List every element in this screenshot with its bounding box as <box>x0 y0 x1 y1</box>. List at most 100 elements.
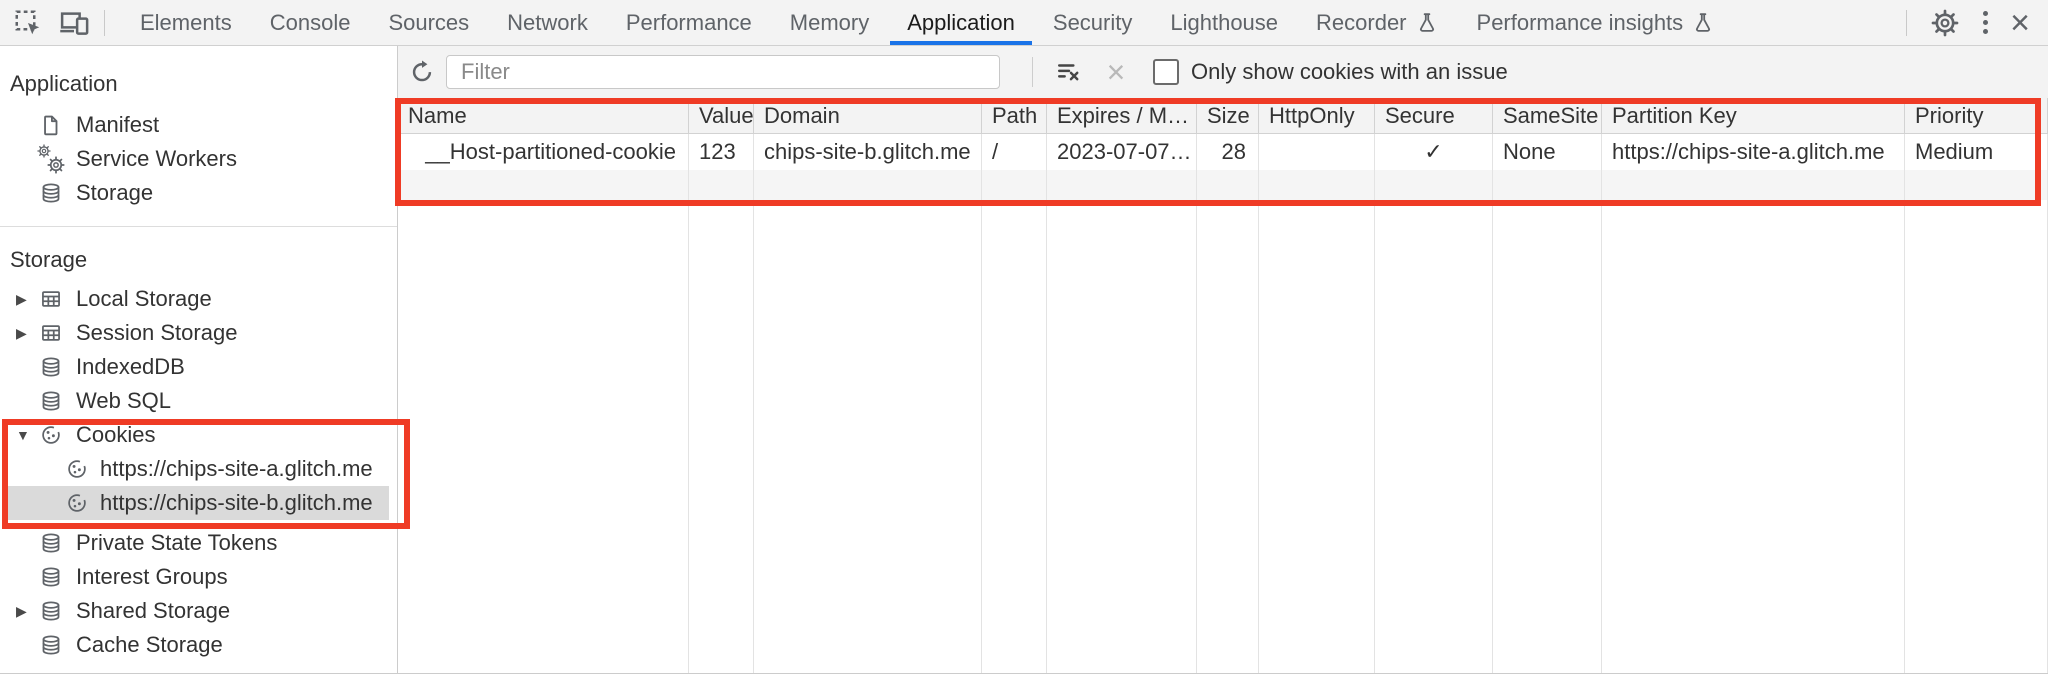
col-header-partition-key[interactable]: Partition Key <box>1602 98 1905 134</box>
sidebar-item-interest-groups[interactable]: Interest Groups <box>0 560 397 594</box>
empty-row-cell <box>1197 170 1259 200</box>
col-header-path[interactable]: Path <box>982 98 1047 134</box>
service-worker-gears-icon <box>38 146 64 172</box>
tab-recorder[interactable]: Recorder <box>1297 0 1457 45</box>
sidebar-item-private-state-tokens[interactable]: Private State Tokens <box>0 526 397 560</box>
filter-input[interactable] <box>446 55 1000 89</box>
cookie-cell-domain[interactable]: chips-site-b.glitch.me <box>754 134 982 170</box>
panel-tabs: Elements Console Sources Network Perform… <box>121 0 1734 45</box>
database-icon <box>40 600 62 622</box>
tab-sources[interactable]: Sources <box>388 9 470 35</box>
database-icon <box>40 356 62 378</box>
cookie-cell-secure-check[interactable]: ✓ <box>1375 134 1493 170</box>
empty-row-cell <box>1905 170 2048 200</box>
database-icon <box>40 532 62 554</box>
col-header-size[interactable]: Size <box>1197 98 1259 134</box>
sidebar-item-session-storage[interactable]: Session Storage <box>0 316 397 350</box>
table-grid-icon <box>40 288 62 310</box>
col-header-priority[interactable]: Priority <box>1905 98 2048 134</box>
empty-column-cell <box>1375 200 1493 674</box>
tab-performance-insights[interactable]: Performance insights <box>1458 0 1735 45</box>
cookie-cell-expires[interactable]: 2023-07-07… <box>1047 134 1197 170</box>
tab-network[interactable]: Network <box>507 9 588 35</box>
database-icon <box>40 390 62 412</box>
cookies-pane: Only show cookies with an issue Name Val… <box>398 46 2048 674</box>
more-options-icon[interactable] <box>1983 11 1989 34</box>
empty-row-cell <box>398 170 689 200</box>
inspect-element-icon[interactable] <box>12 7 44 39</box>
cookie-cell-name[interactable]: __Host-partitioned-cookie <box>398 134 689 170</box>
sidebar-item-cookie-origin-a[interactable]: https://chips-site-a.glitch.me <box>0 452 397 486</box>
empty-column-cell <box>1259 200 1375 674</box>
flask-icon <box>1691 11 1715 35</box>
empty-row-cell <box>982 170 1047 200</box>
sidebar-item-web-sql[interactable]: Web SQL <box>0 384 397 418</box>
empty-row-cell <box>754 170 982 200</box>
cookie-cell-httponly[interactable] <box>1259 134 1375 170</box>
cookie-cell-size[interactable]: 28 <box>1197 134 1259 170</box>
col-header-expires[interactable]: Expires / M… <box>1047 98 1197 134</box>
cookie-cell-path[interactable]: / <box>982 134 1047 170</box>
sidebar-item-indexeddb[interactable]: IndexedDB <box>0 350 397 384</box>
empty-column-cell <box>1905 200 2048 674</box>
col-header-name[interactable]: Name <box>398 98 689 134</box>
expander-collapsed-icon[interactable] <box>16 594 27 628</box>
only-issue-label: Only show cookies with an issue <box>1191 59 1508 84</box>
tabbar-separator <box>104 9 105 36</box>
empty-row-cell <box>1259 170 1375 200</box>
tab-console[interactable]: Console <box>269 9 351 35</box>
cookie-cell-partition-key[interactable]: https://chips-site-a.glitch.me <box>1602 134 1905 170</box>
col-header-samesite[interactable]: SameSite <box>1493 98 1602 134</box>
sidebar-item-cookies[interactable]: Cookies <box>0 418 397 452</box>
empty-column-cell <box>1602 200 1905 674</box>
tab-application[interactable]: Application <box>888 0 1034 45</box>
only-issue-checkbox[interactable] <box>1153 59 1179 85</box>
toolbar-separator <box>1032 57 1033 87</box>
expander-collapsed-icon[interactable] <box>16 282 27 316</box>
sidebar-item-service-workers[interactable]: Service Workers <box>0 142 397 176</box>
document-icon <box>40 114 62 136</box>
tab-performance[interactable]: Performance <box>625 9 752 35</box>
settings-gear-icon[interactable] <box>1929 7 1961 39</box>
empty-row-cell <box>1602 170 1905 200</box>
sidebar-item-storage[interactable]: Storage <box>0 176 397 210</box>
expander-collapsed-icon[interactable] <box>16 316 27 350</box>
delete-disabled-icon <box>1103 56 1129 88</box>
empty-row-cell <box>1047 170 1197 200</box>
close-devtools-icon[interactable] <box>2010 6 2030 40</box>
device-toolbar-icon[interactable] <box>58 7 90 39</box>
clear-filter-icon[interactable] <box>1053 56 1085 88</box>
sidebar-item-cache-storage[interactable]: Cache Storage <box>0 628 397 662</box>
empty-row-cell <box>1375 170 1493 200</box>
sidebar-item-local-storage[interactable]: Local Storage <box>0 282 397 316</box>
sidebar-section-storage: Storage <box>10 247 88 272</box>
devtools-tabbar: Elements Console Sources Network Perform… <box>0 0 2048 46</box>
empty-column-cell <box>982 200 1047 674</box>
tab-security[interactable]: Security <box>1052 9 1133 35</box>
application-sidebar: Application Manifest Service Workers Sto… <box>0 46 398 674</box>
tab-memory[interactable]: Memory <box>789 9 870 35</box>
cookie-cell-priority[interactable]: Medium <box>1905 134 2048 170</box>
expander-expanded-icon[interactable] <box>16 418 30 452</box>
sidebar-item-shared-storage[interactable]: Shared Storage <box>0 594 397 628</box>
cookie-cell-samesite[interactable]: None <box>1493 134 1602 170</box>
col-header-httponly[interactable]: HttpOnly <box>1259 98 1375 134</box>
tab-lighthouse[interactable]: Lighthouse <box>1170 9 1279 35</box>
table-grid-icon <box>40 322 62 344</box>
empty-column-cell <box>1047 200 1197 674</box>
sidebar-item-manifest[interactable]: Manifest <box>0 108 397 142</box>
col-header-value[interactable]: Value <box>689 98 754 134</box>
empty-row-cell <box>1493 170 1602 200</box>
col-header-domain[interactable]: Domain <box>754 98 982 134</box>
empty-column-cell <box>689 200 754 674</box>
col-header-secure[interactable]: Secure <box>1375 98 1493 134</box>
sidebar-item-cookie-origin-b-selected[interactable]: https://chips-site-b.glitch.me <box>0 486 397 520</box>
cookie-cell-value[interactable]: 123 <box>689 134 754 170</box>
database-icon <box>40 566 62 588</box>
refresh-icon[interactable] <box>406 56 438 88</box>
empty-row-cell <box>689 170 754 200</box>
tab-elements[interactable]: Elements <box>140 9 232 35</box>
tabbar-separator <box>1906 9 1908 36</box>
sidebar-section-application: Application <box>10 71 118 96</box>
